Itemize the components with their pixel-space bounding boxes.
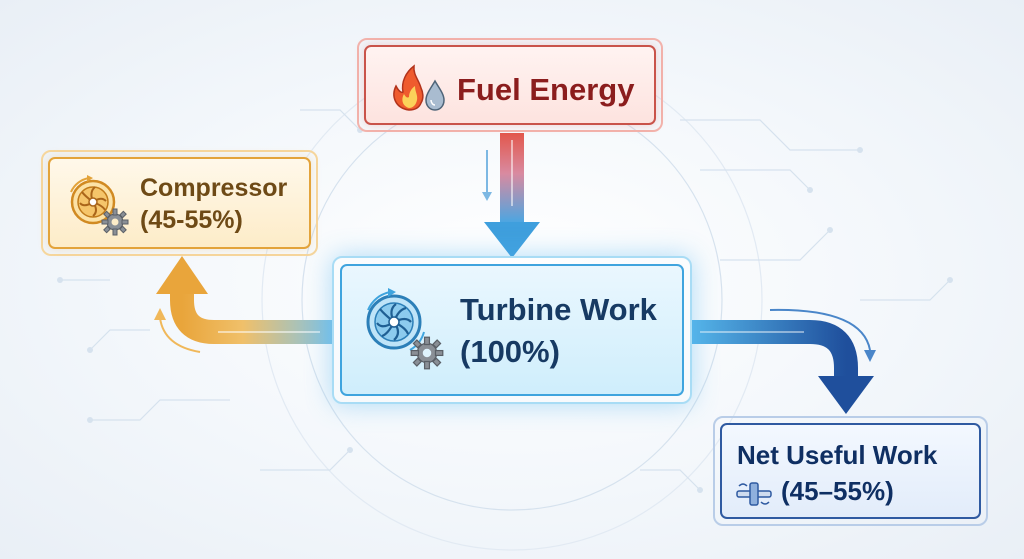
flame-icon bbox=[393, 64, 424, 111]
fuel-energy-node: Fuel Energy bbox=[357, 38, 663, 132]
turbine-work-node: Turbine Work (100%) bbox=[332, 256, 692, 404]
net-useful-work-label: Net Useful Work bbox=[737, 440, 938, 470]
net-useful-work-value: (45–55%) bbox=[781, 476, 894, 506]
compressor-node: Compressor (45-55%) bbox=[41, 150, 318, 256]
gear-icon bbox=[101, 208, 129, 236]
turbine-work-label: Turbine Work bbox=[460, 292, 657, 327]
flow-fuel-to-turbine bbox=[482, 133, 540, 258]
flow-turbine-to-net bbox=[690, 308, 876, 414]
net-useful-work-node: Net Useful Work (45–55%) bbox=[713, 416, 988, 526]
turbine-work-value: (100%) bbox=[460, 334, 560, 369]
shaft-icon bbox=[736, 482, 772, 506]
droplet-icon bbox=[425, 79, 445, 111]
fuel-energy-label: Fuel Energy bbox=[457, 72, 635, 107]
compressor-value: (45-55%) bbox=[140, 206, 243, 234]
compressor-label: Compressor bbox=[140, 174, 288, 202]
gear-icon bbox=[410, 336, 444, 370]
compressor-fan-icon bbox=[70, 175, 116, 225]
turbine-fan-icon bbox=[366, 288, 425, 351]
flow-turbine-to-compressor bbox=[154, 256, 334, 353]
